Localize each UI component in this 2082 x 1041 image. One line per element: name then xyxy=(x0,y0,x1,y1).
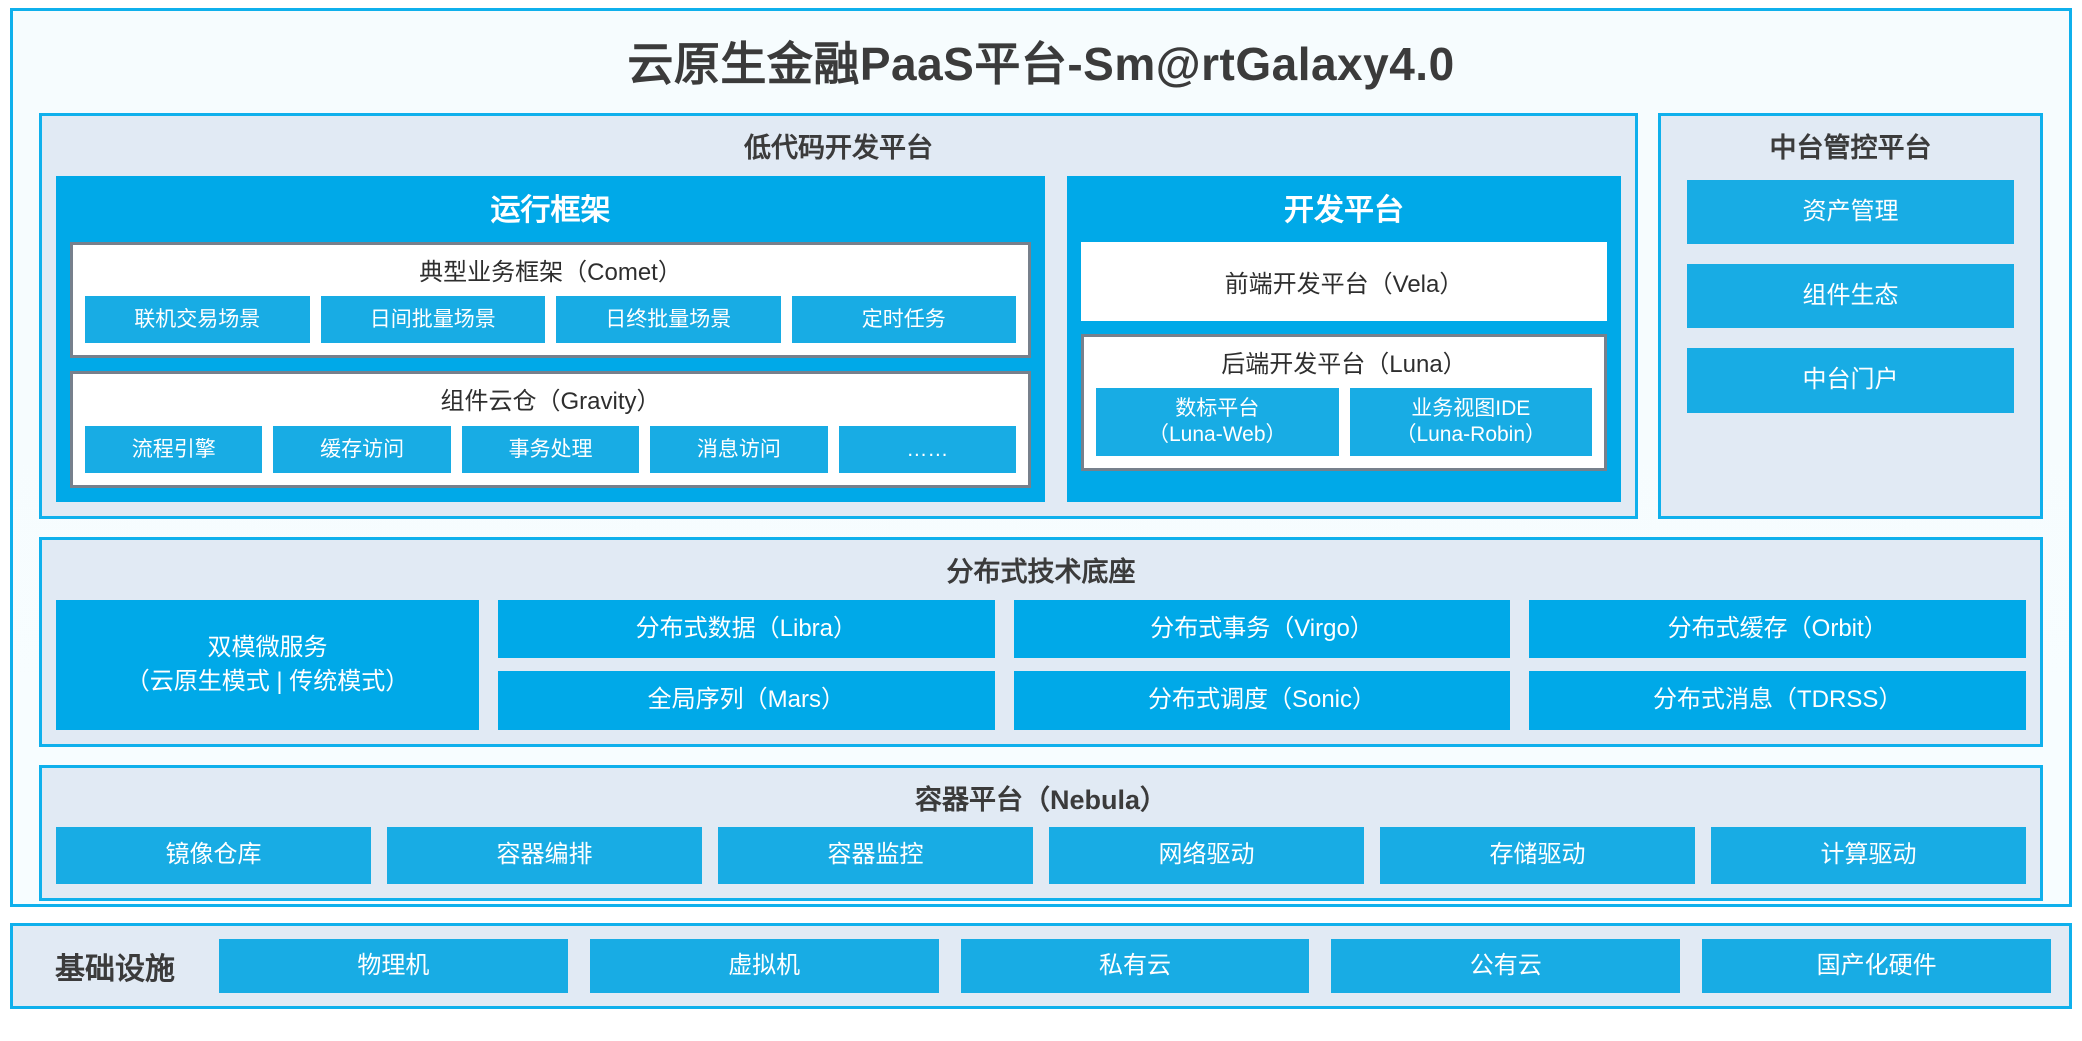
luna-web-line1: 数标平台 xyxy=(1175,397,1260,421)
lowcode-platform-panel: 低代码开发平台 运行框架 典型业务框架（Comet） 联机交易场景 日间批量场景… xyxy=(39,113,1638,520)
tech-cell-virgo[interactable]: 分布式事务（Virgo） xyxy=(1013,599,1511,659)
comet-chip-intraday-batch[interactable]: 日间批量场景 xyxy=(320,296,545,344)
container-chip-image-registry[interactable]: 镜像仓库 xyxy=(56,827,371,884)
infra-chip-private-cloud[interactable]: 私有云 xyxy=(960,938,1310,994)
luna-robin-line2: （Luna-Robin） xyxy=(1395,422,1547,446)
infrastructure-panel: 基础设施 物理机 虚拟机 私有云 公有云 国产化硬件 xyxy=(10,923,2072,1009)
tech-column-1: 分布式数据（Libra） 全局序列（Mars） xyxy=(498,599,995,730)
midoffice-platform-title: 中台管控平台 xyxy=(1769,133,1932,163)
container-chip-monitoring[interactable]: 容器监控 xyxy=(718,827,1033,884)
runtime-framework-card: 运行框架 典型业务框架（Comet） 联机交易场景 日间批量场景 日终批量场景 … xyxy=(56,175,1045,503)
comet-chip-scheduled-task[interactable]: 定时任务 xyxy=(791,296,1016,344)
development-platform-card: 开发平台 前端开发平台（Vela） 后端开发平台（Luna） 数标平台 （Lun… xyxy=(1067,175,1621,503)
backend-platform-title: 后端开发平台（Luna） xyxy=(1221,350,1467,378)
midoffice-platform-panel: 中台管控平台 资产管理 组件生态 中台门户 xyxy=(1658,113,2043,520)
gravity-chip-transaction[interactable]: 事务处理 xyxy=(461,426,640,474)
container-chip-compute-driver[interactable]: 计算驱动 xyxy=(1711,827,2026,884)
runtime-framework-title: 运行框架 xyxy=(490,193,611,227)
comet-group: 典型业务框架（Comet） 联机交易场景 日间批量场景 日终批量场景 定时任务 xyxy=(70,241,1031,359)
gravity-chip-more[interactable]: …… xyxy=(838,426,1017,474)
infra-chip-physical-machine[interactable]: 物理机 xyxy=(219,938,568,994)
comet-chip-online-trade[interactable]: 联机交易场景 xyxy=(85,296,310,344)
infra-chip-public-cloud[interactable]: 公有云 xyxy=(1331,938,1681,994)
luna-robin-line1: 业务视图IDE xyxy=(1411,397,1531,421)
page-title: 云原生金融PaaS平台-Sm@rtGalaxy4.0 xyxy=(627,38,1455,90)
container-platform-title: 容器平台（Nebula） xyxy=(914,784,1168,815)
gravity-chip-cache-access[interactable]: 缓存访问 xyxy=(273,426,451,474)
tech-column-2: 分布式事务（Virgo） 分布式调度（Sonic） xyxy=(1013,599,1511,730)
tech-column-3: 分布式缓存（Orbit） 分布式消息（TDRSS） xyxy=(1529,599,2027,730)
container-platform-panel: 容器平台（Nebula） 镜像仓库 容器编排 容器监控 网络驱动 存储驱动 计算… xyxy=(39,764,2043,901)
comet-chip-row: 联机交易场景 日间批量场景 日终批量场景 定时任务 xyxy=(85,296,1016,344)
dual-mode-line2: （云原生模式 | 传统模式） xyxy=(125,667,410,695)
tech-cell-libra[interactable]: 分布式数据（Libra） xyxy=(498,599,995,659)
container-chip-orchestration[interactable]: 容器编排 xyxy=(387,827,702,884)
tech-cell-tdrss[interactable]: 分布式消息（TDRSS） xyxy=(1529,671,2027,730)
backend-chip-row: 数标平台 （Luna-Web） 业务视图IDE （Luna-Robin） xyxy=(1096,388,1592,456)
midoffice-item-component-ecosystem[interactable]: 组件生态 xyxy=(1687,264,2014,329)
tech-cell-sonic[interactable]: 分布式调度（Sonic） xyxy=(1013,671,1511,730)
gravity-chip-process-engine[interactable]: 流程引擎 xyxy=(85,426,263,474)
comet-group-title: 典型业务框架（Comet） xyxy=(419,258,682,286)
tech-cell-mars[interactable]: 全局序列（Mars） xyxy=(498,671,995,730)
tech-cell-dual-mode-microservice[interactable]: 双模微服务 （云原生模式 | 传统模式） xyxy=(56,599,479,730)
backend-chip-luna-web[interactable]: 数标平台 （Luna-Web） xyxy=(1096,388,1339,456)
distributed-tech-base-body: 双模微服务 （云原生模式 | 传统模式） 分布式数据（Libra） 全局序列（M… xyxy=(56,599,2027,730)
midoffice-item-portal[interactable]: 中台门户 xyxy=(1687,348,2014,413)
lowcode-platform-body: 运行框架 典型业务框架（Comet） 联机交易场景 日间批量场景 日终批量场景 … xyxy=(56,175,1621,503)
container-chip-network-driver[interactable]: 网络驱动 xyxy=(1049,827,1364,884)
lowcode-platform-title: 低代码开发平台 xyxy=(744,133,933,163)
comet-chip-eod-batch[interactable]: 日终批量场景 xyxy=(556,296,781,344)
midoffice-item-stack: 资产管理 组件生态 中台门户 xyxy=(1675,176,2026,413)
tech-cell-orbit[interactable]: 分布式缓存（Orbit） xyxy=(1529,599,2027,659)
development-platform-title: 开发平台 xyxy=(1284,193,1404,227)
gravity-chip-row: 流程引擎 缓存访问 事务处理 消息访问 …… xyxy=(85,426,1017,474)
dual-mode-line1: 双模微服务 xyxy=(207,633,328,661)
infrastructure-label: 基础设施 xyxy=(55,953,175,986)
luna-web-line2: （Luna-Web） xyxy=(1147,422,1287,446)
gravity-group: 组件云仓（Gravity） 流程引擎 缓存访问 事务处理 消息访问 …… xyxy=(70,371,1031,489)
distributed-tech-base-title: 分布式技术底座 xyxy=(946,557,1136,588)
platform-main-frame: 云原生金融PaaS平台-Sm@rtGalaxy4.0 低代码开发平台 运行框架 … xyxy=(10,8,2072,907)
infra-chip-virtual-machine[interactable]: 虚拟机 xyxy=(589,938,939,994)
backend-platform-group: 后端开发平台（Luna） 数标平台 （Luna-Web） 业务视图IDE （Lu… xyxy=(1081,333,1607,471)
gravity-chip-message-access[interactable]: 消息访问 xyxy=(650,426,828,474)
frontend-platform-bar[interactable]: 前端开发平台（Vela） xyxy=(1081,241,1607,321)
distributed-tech-base-panel: 分布式技术底座 双模微服务 （云原生模式 | 传统模式） 分布式数据（Libra… xyxy=(39,537,2043,747)
top-row: 低代码开发平台 运行框架 典型业务框架（Comet） 联机交易场景 日间批量场景… xyxy=(39,113,2043,520)
midoffice-item-asset-management[interactable]: 资产管理 xyxy=(1687,179,2014,245)
container-chip-storage-driver[interactable]: 存储驱动 xyxy=(1380,827,1695,884)
container-platform-chips: 镜像仓库 容器编排 容器监控 网络驱动 存储驱动 计算驱动 xyxy=(56,827,2026,884)
backend-chip-luna-robin[interactable]: 业务视图IDE （Luna-Robin） xyxy=(1349,388,1592,456)
gravity-group-title: 组件云仓（Gravity） xyxy=(440,388,661,416)
infra-chip-domestic-hardware[interactable]: 国产化硬件 xyxy=(1702,938,2051,994)
